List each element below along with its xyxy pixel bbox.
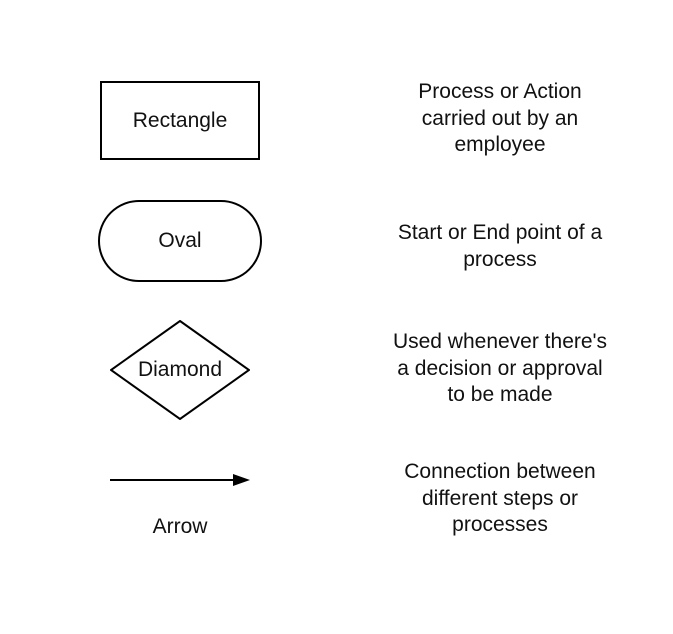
oval-shape: Oval (98, 200, 262, 282)
arrow-label: Arrow (152, 515, 208, 538)
rectangle-description: Process or Action carried out by an empl… (418, 80, 582, 156)
oval-description: Start or End point of a process (397, 221, 603, 271)
oval-label: Oval (158, 229, 202, 252)
rectangle-label: Rectangle (132, 108, 228, 132)
diamond-description: Used whenever there's a decision or appr… (392, 330, 608, 406)
rectangle-shape: Rectangle (100, 81, 260, 160)
diamond-icon (110, 320, 250, 420)
arrow-description: Connection between different steps or pr… (404, 460, 596, 536)
arrow-shape (110, 474, 250, 486)
diamond-shape: Diamond (110, 320, 250, 420)
diamond-label: Diamond (137, 358, 223, 381)
